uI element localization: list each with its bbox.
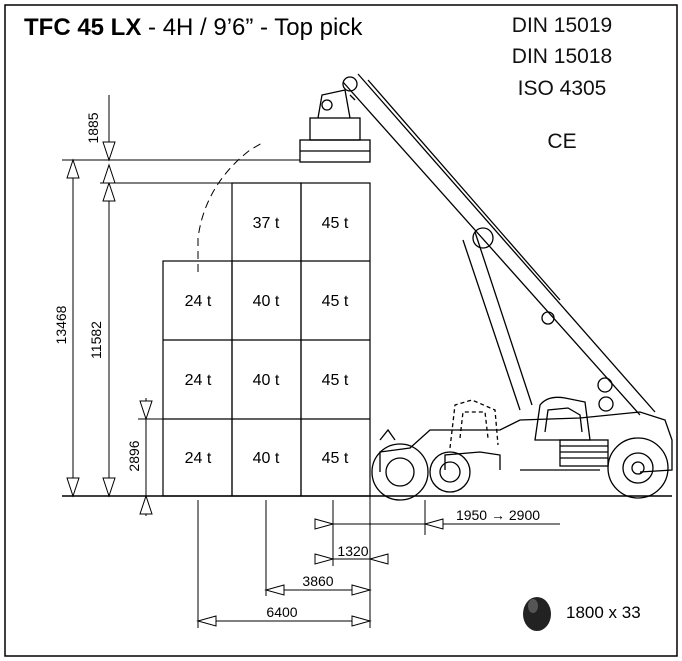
model-name: TFC 45 LX [24, 14, 142, 41]
weight-c2-r3: 40 t [253, 293, 280, 310]
dim-container-height: 2896 [126, 440, 142, 471]
dim-top-gap: 1885 [85, 112, 101, 143]
weight-c2-r4: 37 t [253, 215, 280, 232]
weight-c1-r2: 24 t [185, 372, 212, 389]
tyre-size: 1800 x 33 [566, 603, 641, 622]
reach-arc [197, 142, 263, 272]
weight-c1-r3: 24 t [185, 293, 212, 310]
weight-c3-r4: 45 t [322, 215, 349, 232]
reach-stacker-drawing [299, 73, 673, 501]
weight-c1-r1: 24 t [185, 450, 212, 467]
outer-frame [4, 4, 678, 657]
weight-c3-r3: 45 t [322, 293, 349, 310]
dim-stack-height: 11582 [88, 321, 104, 359]
dim-6400: 6400 [266, 604, 297, 620]
tyre-icon [523, 597, 551, 631]
standard-ce: CE [547, 130, 577, 153]
container-stack [162, 182, 371, 497]
model-spec: - 4H / 9’6” - Top pick [141, 14, 363, 41]
dim-1320: 1320 [337, 543, 368, 559]
standard-din-15019: DIN 15019 [511, 14, 613, 37]
horizontal-dimensions [196, 496, 560, 628]
dim-front-reach: 1950 → 2900 [456, 507, 540, 523]
weight-c3-r1: 45 t [322, 450, 349, 467]
vertical-dimensions [62, 95, 300, 516]
standard-din-15018: DIN 15018 [511, 45, 613, 68]
dim-total-height: 13468 [53, 305, 69, 344]
weight-c3-r2: 45 t [322, 372, 349, 389]
standard-iso-4305: ISO 4305 [517, 77, 607, 100]
page-title: TFC 45 LX - 4H / 9’6” - Top pick [24, 14, 362, 42]
weight-c2-r1: 40 t [253, 450, 280, 467]
dim-3860: 3860 [302, 573, 333, 589]
weight-c2-r2: 40 t [253, 372, 280, 389]
